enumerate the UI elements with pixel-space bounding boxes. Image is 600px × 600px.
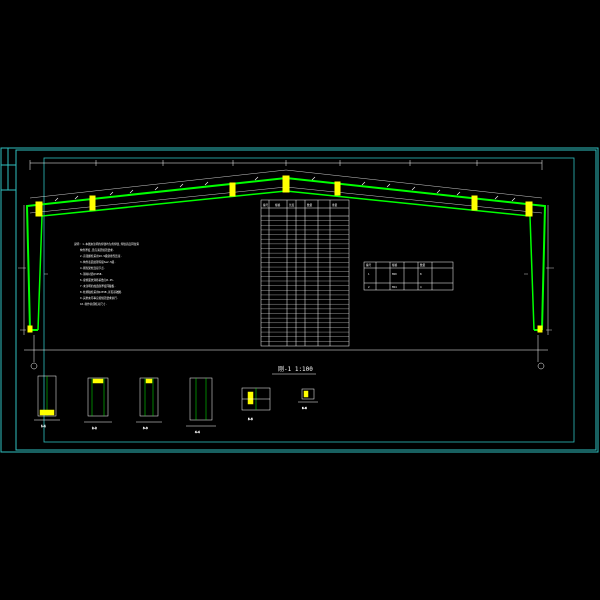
detail-label-2: 2-2 bbox=[92, 426, 97, 430]
material-table bbox=[260, 199, 350, 347]
bolt-header-1: 编号 bbox=[366, 263, 372, 267]
bolt-cell: M20 bbox=[392, 272, 397, 276]
bolt-table bbox=[363, 261, 454, 291]
table-header-2: 规格 bbox=[275, 203, 281, 207]
detail-label-3: 3-3 bbox=[143, 426, 148, 430]
note-line-1: 说明: 1.本图未注明的焊缝均为角焊缝,焊缝高度同较薄 bbox=[74, 242, 139, 246]
detail-5: 5-5 bbox=[241, 387, 271, 421]
detail-2: 2-2 bbox=[84, 377, 112, 430]
view-caption: 刚-1 1:100 bbox=[278, 365, 313, 373]
bolt-cell: M24 bbox=[392, 285, 397, 289]
note-line-9: 8.柱脚锚栓采用Q235B,详见基础图. bbox=[80, 290, 123, 294]
note-line-7: 6.摩擦面抗滑移系数为0.45. bbox=[80, 278, 114, 282]
detail-6: 6-6 bbox=[298, 388, 318, 410]
note-line-4: 3.构件表面处理等级Sa2.5级. bbox=[80, 260, 116, 264]
note-line-8: 7.未注明的加劲肋厚度同腹板. bbox=[80, 284, 116, 288]
detail-label-4: 4-4 bbox=[195, 430, 200, 434]
bolt-cell: 2 bbox=[368, 285, 370, 289]
table-header-5: 重量 bbox=[332, 203, 338, 207]
note-line-6: 5.钢材材质Q345B. bbox=[80, 272, 103, 276]
column-dimensions bbox=[18, 267, 554, 331]
general-notes: 说明: 1.本图未注明的焊缝均为角焊缝,焊缝高度同较薄 构件厚度,且应满足规范要… bbox=[74, 242, 139, 306]
bolt-header-3: 数量 bbox=[420, 263, 426, 267]
detail-label-1: 1-1 bbox=[41, 424, 46, 428]
detail-label-5: 5-5 bbox=[248, 417, 253, 421]
detail-3: 3-3 bbox=[136, 377, 162, 430]
grid-baseline bbox=[23, 205, 549, 370]
detail-4: 4-4 bbox=[186, 377, 216, 434]
detail-label-6: 6-6 bbox=[302, 406, 307, 410]
note-line-3: 2.高强螺栓采用10.9级摩擦型连接. bbox=[80, 254, 122, 258]
bolt-header-2: 规格 bbox=[392, 263, 398, 267]
connection-nodes bbox=[27, 175, 543, 333]
bolt-cell: 1 bbox=[368, 272, 370, 276]
table-header-1: 编号 bbox=[263, 203, 269, 207]
table-header-3: 长度 bbox=[289, 203, 295, 207]
note-line-5: 4.刚架梁柱连接节点. bbox=[80, 266, 105, 270]
material-table-headers: 编号 规格 长度 数量 重量 bbox=[263, 203, 338, 207]
detail-1: 1-1 bbox=[34, 375, 60, 428]
bolt-table-text: 编号 规格 数量 1 M20 8 2 M24 4 bbox=[366, 263, 426, 289]
purlin-marks bbox=[54, 176, 516, 202]
top-dimension-line bbox=[29, 160, 543, 170]
bolt-cell: 8 bbox=[420, 272, 422, 276]
note-line-11: 10.制作前须核对尺寸. bbox=[80, 302, 107, 306]
note-line-2: 构件厚度,且应满足规范要求. bbox=[80, 248, 114, 252]
bolt-cell: 4 bbox=[420, 285, 422, 289]
note-line-10: 9.其他未尽事宜按规范要求执行. bbox=[80, 296, 118, 300]
sheet-border bbox=[0, 147, 599, 453]
table-header-4: 数量 bbox=[307, 203, 313, 207]
